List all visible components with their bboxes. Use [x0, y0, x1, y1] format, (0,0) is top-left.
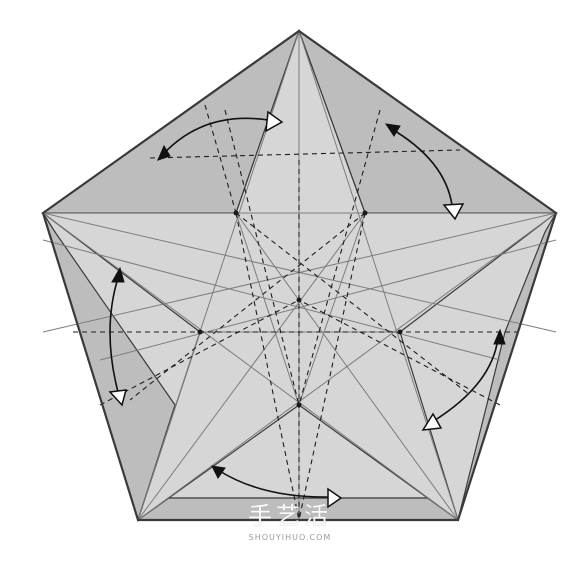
pentagon-border: [41, 29, 558, 522]
fold-arrow-icon: [108, 266, 128, 407]
fold-arrow-icon: [211, 465, 343, 509]
fold-arrow-icon: [421, 328, 506, 431]
crease-points: [197, 210, 403, 408]
valley-folds: [73, 104, 522, 521]
fold-arrow-icon: [157, 110, 284, 161]
fold-arrow-icon: [384, 123, 465, 221]
